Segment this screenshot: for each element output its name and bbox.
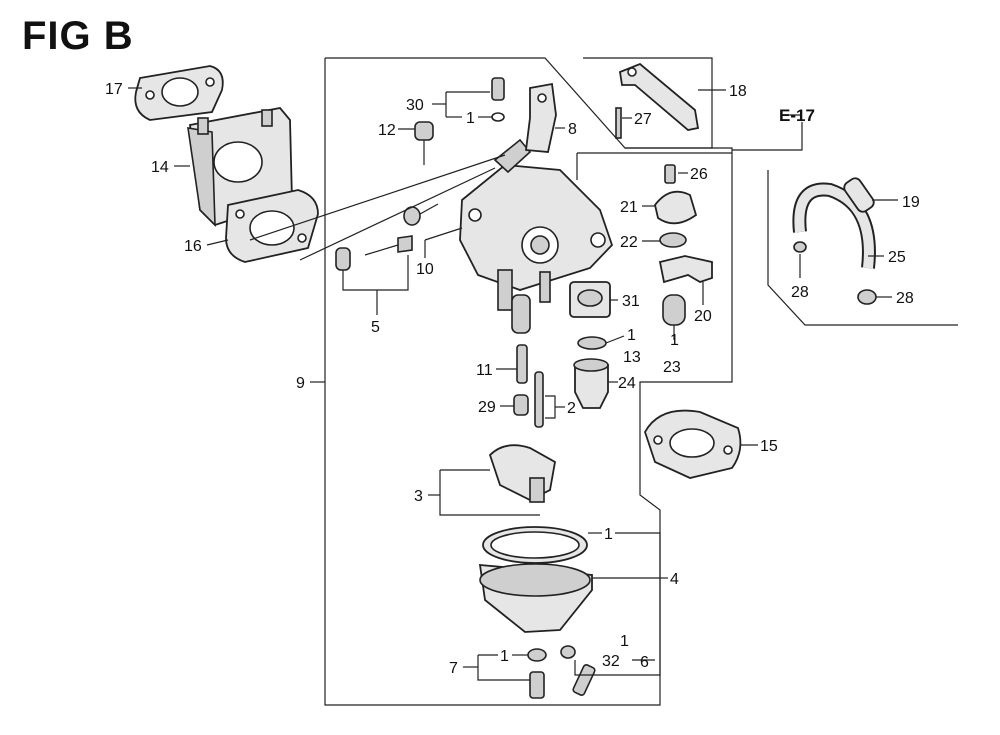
label-28b: 28	[896, 290, 914, 307]
label-5: 5	[371, 319, 380, 336]
bolt-7	[527, 648, 547, 699]
label-17: 17	[105, 81, 123, 98]
label-29: 29	[478, 399, 496, 416]
hose-19	[843, 177, 875, 213]
screw-5	[335, 235, 413, 271]
float-parts	[654, 164, 713, 326]
gasket-17	[134, 65, 224, 121]
leader-lines	[128, 87, 898, 681]
float-valve-31	[569, 281, 611, 318]
oring-13	[577, 336, 607, 350]
part-labels: 17 14 16 9 30 1 12 8 18 27 E-17 10 5 26 …	[105, 81, 920, 677]
label-24: 24	[618, 375, 636, 392]
label-1f: 1	[500, 648, 509, 665]
insulator-14	[187, 107, 293, 227]
label-1b: 1	[670, 332, 679, 349]
label-1e: 1	[620, 633, 629, 650]
label-1a: 1	[466, 110, 475, 127]
float-chamber-4	[478, 526, 593, 633]
label-28a: 28	[791, 284, 809, 301]
lever-8	[524, 82, 557, 153]
jet-2	[534, 371, 544, 428]
clip-12	[414, 121, 434, 165]
fuel-line-frame	[767, 170, 958, 326]
figure-title: FIG B	[22, 14, 134, 58]
label-18: 18	[729, 83, 747, 100]
fuel-hose-25	[792, 182, 876, 269]
label-15: 15	[760, 438, 778, 455]
label-12: 12	[378, 122, 396, 139]
label-1c: 1	[627, 327, 636, 344]
chamber-24	[573, 358, 609, 409]
label-11: 11	[476, 362, 493, 379]
label-30: 30	[406, 97, 424, 114]
e17-bracket	[732, 122, 803, 151]
label-26: 26	[690, 166, 708, 183]
label-13: 13	[623, 349, 641, 366]
label-32: 32	[602, 653, 620, 670]
assembly-frame	[324, 57, 733, 706]
jet-11	[516, 344, 528, 384]
label-10: 10	[416, 261, 434, 278]
subframe-18-27	[583, 57, 713, 149]
label-14: 14	[151, 159, 169, 176]
label-31: 31	[622, 293, 640, 310]
screw-10	[403, 203, 439, 226]
label-8: 8	[568, 121, 577, 138]
bolt-6	[560, 645, 596, 696]
label-7: 7	[449, 660, 458, 677]
label-2: 2	[567, 400, 576, 417]
carburetor-body	[459, 138, 614, 334]
float-3	[488, 444, 556, 516]
label-3: 3	[414, 488, 423, 505]
label-23: 23	[663, 359, 681, 376]
label-9: 9	[296, 375, 305, 392]
reference-e17: E-17	[779, 106, 815, 125]
label-21: 21	[620, 199, 638, 216]
screw-30	[491, 77, 505, 122]
label-6: 6	[640, 654, 649, 671]
jet-29	[513, 394, 529, 416]
label-19: 19	[902, 194, 920, 211]
label-25: 25	[888, 249, 906, 266]
label-27: 27	[634, 111, 652, 128]
gasket-15	[644, 409, 742, 479]
label-20: 20	[694, 308, 712, 325]
label-4: 4	[670, 571, 679, 588]
label-22: 22	[620, 234, 638, 251]
clip-28	[793, 241, 877, 305]
label-1d: 1	[604, 526, 613, 543]
choke-lever-18	[615, 62, 700, 139]
label-16: 16	[184, 238, 202, 255]
